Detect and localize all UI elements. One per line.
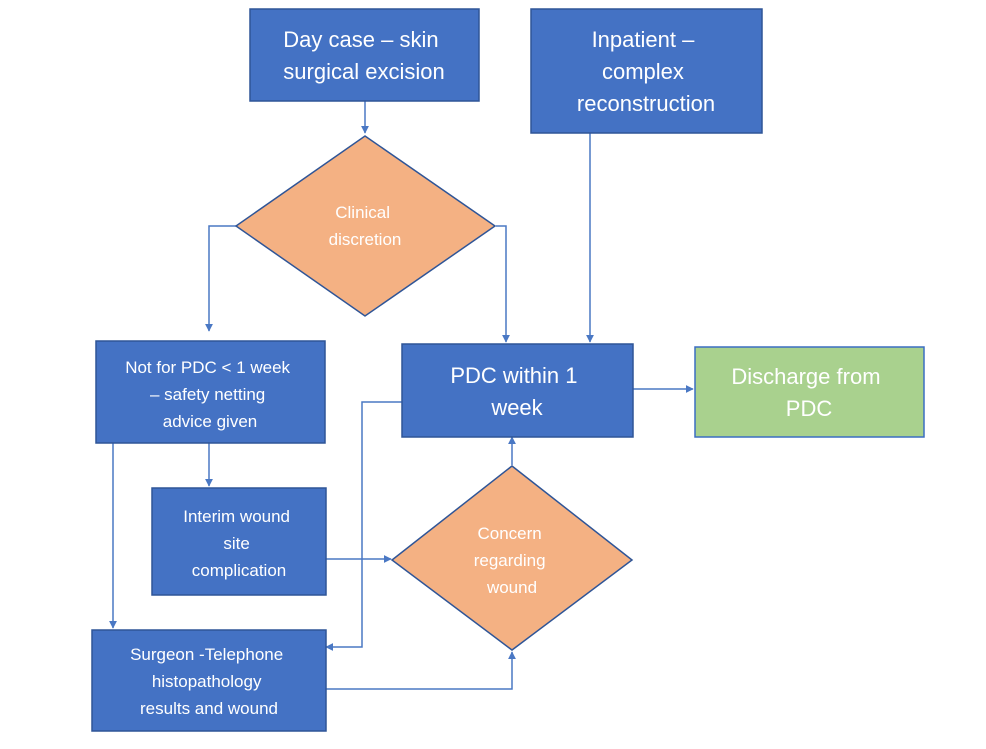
day-case-label: Day case – skin surgical excision [283, 27, 444, 84]
day-case-line-1: Day case – skin [283, 27, 438, 52]
node-concern-wound: Concern regarding wound [390, 465, 634, 651]
inpatient-box [530, 8, 763, 134]
edge-clinical-to-not-for-pdc [205, 225, 238, 332]
node-discharge: Discharge from PDC [694, 346, 925, 438]
discharge-line-2: PDC [786, 396, 833, 421]
concern-wound-label: Concern regarding wound [474, 524, 551, 597]
inpatient-line-1: Inpatient – [592, 27, 696, 52]
surgeon-telephone-line-1: Surgeon -Telephone [130, 645, 283, 664]
interim-wound-box [151, 487, 327, 596]
node-inpatient: Inpatient – complex reconstruction [530, 8, 763, 134]
interim-wound-line-3: complication [192, 561, 287, 580]
not-for-pdc-line-3: advice given [163, 412, 258, 431]
surgeon-telephone-label: Surgeon -Telephone histopathology result… [130, 645, 288, 718]
clinical-discretion-line-2: discretion [329, 230, 402, 249]
not-for-pdc-line-1: Not for PDC < 1 week [125, 358, 290, 377]
clinical-discretion-line-1: Clinical [335, 203, 390, 222]
edge-clinical-to-pdc [496, 225, 510, 343]
edge-pdc-to-surgeon [325, 401, 402, 651]
inpatient-line-3: reconstruction [577, 91, 715, 116]
day-case-box [249, 8, 480, 102]
surgeon-telephone-line-3: results and wound [140, 699, 278, 718]
node-day-case: Day case – skin surgical excision [249, 8, 480, 102]
node-pdc-within-week: PDC within 1 week [401, 343, 634, 438]
pdc-within-week-line-1: PDC within 1 [450, 363, 577, 388]
inpatient-line-2: complex [602, 59, 684, 84]
clinical-discretion-label: Clinical discretion [329, 203, 402, 249]
not-for-pdc-box [95, 340, 326, 444]
node-surgeon-telephone: Surgeon -Telephone histopathology result… [91, 629, 327, 732]
pdc-within-week-line-2: week [490, 395, 543, 420]
interim-wound-label: Interim wound site complication [183, 507, 295, 580]
not-for-pdc-label: Not for PDC < 1 week – safety netting ad… [125, 358, 295, 431]
not-for-pdc-line-2: – safety netting [150, 385, 265, 404]
discharge-box [694, 346, 925, 438]
connectors [109, 101, 694, 690]
interim-wound-line-1: Interim wound [183, 507, 290, 526]
node-interim-wound: Interim wound site complication [151, 487, 327, 596]
concern-wound-line-2: regarding [474, 551, 546, 570]
concern-wound-line-3: wound [486, 578, 537, 597]
edge-surgeon-to-concern [326, 651, 516, 690]
node-not-for-pdc: Not for PDC < 1 week – safety netting ad… [95, 340, 326, 444]
discharge-label: Discharge from PDC [731, 364, 886, 421]
pdc-within-week-label: PDC within 1 week [450, 363, 583, 420]
day-case-line-2: surgical excision [283, 59, 444, 84]
node-clinical-discretion: Clinical discretion [234, 135, 497, 317]
inpatient-label: Inpatient – complex reconstruction [577, 27, 715, 116]
interim-wound-line-2: site [223, 534, 249, 553]
concern-wound-line-1: Concern [478, 524, 542, 543]
concern-wound-diamond [390, 465, 634, 651]
surgeon-telephone-box [91, 629, 327, 732]
discharge-line-1: Discharge from [731, 364, 880, 389]
clinical-discretion-diamond [234, 135, 497, 317]
pdc-within-week-box [401, 343, 634, 438]
surgeon-telephone-line-2: histopathology [152, 672, 262, 691]
